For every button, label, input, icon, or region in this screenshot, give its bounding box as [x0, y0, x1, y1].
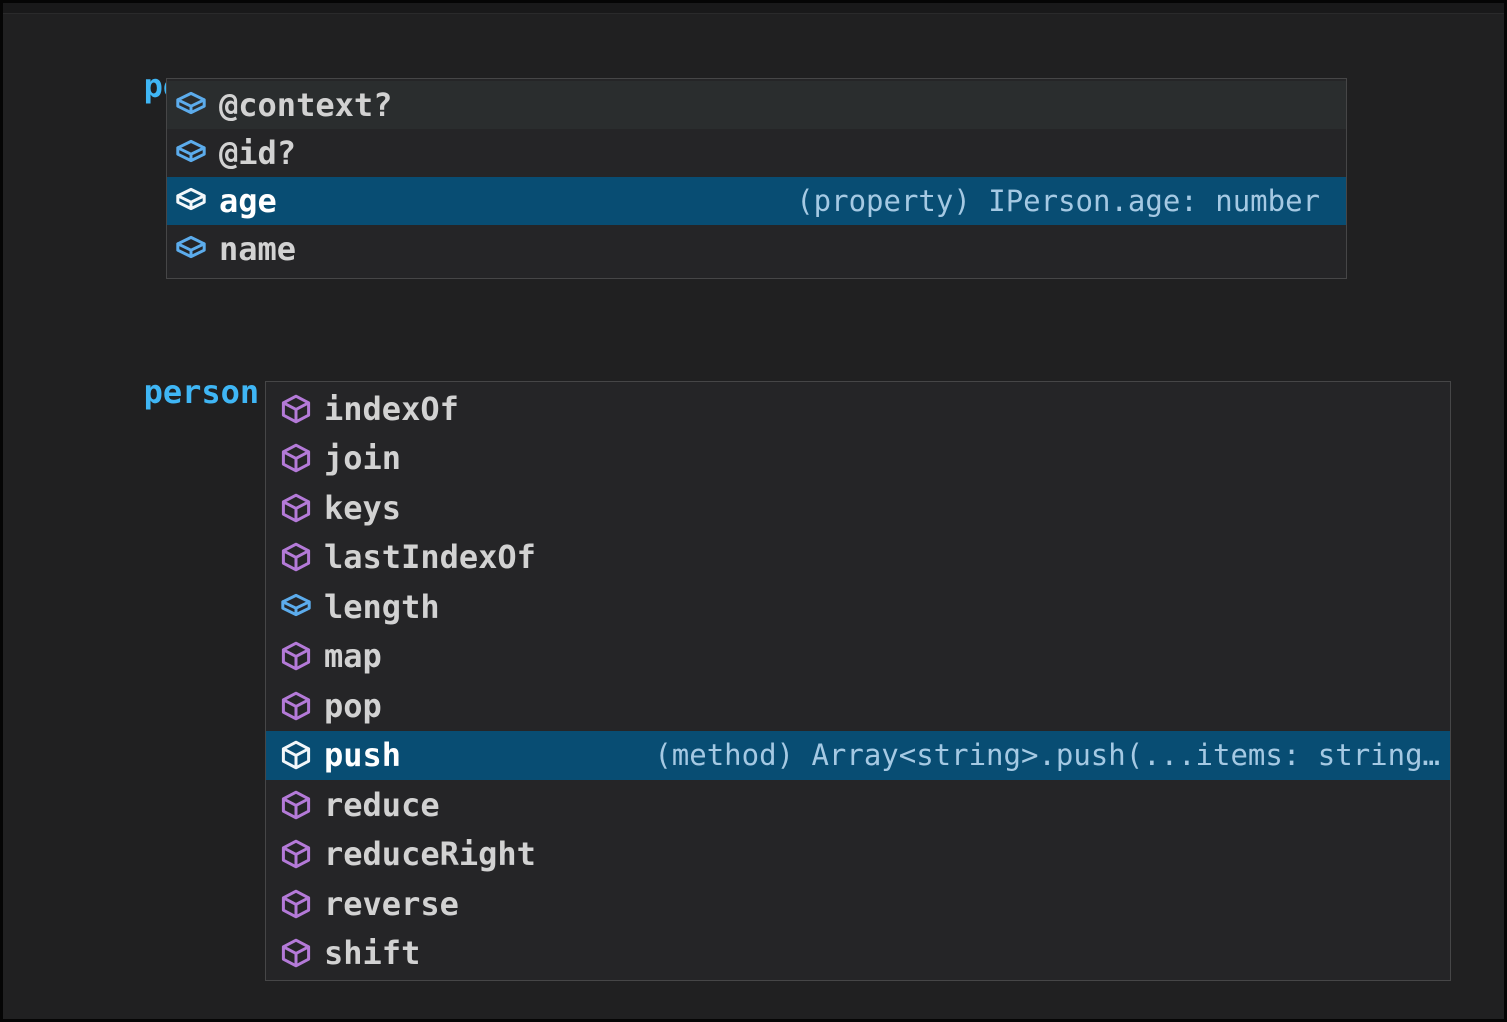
method-icon	[280, 640, 312, 672]
code-editor: person.; @context? @id? age (p	[3, 3, 1504, 1019]
method-icon	[280, 442, 312, 474]
suggestion-item-indexof[interactable]: indexOf	[266, 384, 1450, 434]
method-icon	[280, 937, 312, 969]
suggestion-item-keys[interactable]: keys	[266, 483, 1450, 533]
suggestion-item-name[interactable]: name	[167, 225, 1346, 273]
method-icon	[280, 393, 312, 425]
suggestion-item-context[interactable]: @context?	[167, 81, 1346, 129]
suggestion-item-pop[interactable]: pop	[266, 681, 1450, 731]
suggestion-item-reduceright[interactable]: reduceRight	[266, 830, 1450, 880]
field-icon	[280, 591, 312, 623]
suggestion-item-shift[interactable]: shift	[266, 929, 1450, 979]
suggestion-label: keys	[324, 488, 402, 527]
method-icon	[280, 838, 312, 870]
suggestion-item-length[interactable]: length	[266, 582, 1450, 632]
suggestion-label: map	[324, 637, 382, 676]
suggestion-item-lastindexof[interactable]: lastIndexOf	[266, 533, 1450, 583]
suggestion-item-join[interactable]: join	[266, 434, 1450, 484]
method-icon	[280, 789, 312, 821]
suggestion-label: @context?	[219, 86, 393, 124]
suggestion-label: pop	[324, 686, 382, 725]
field-icon	[175, 185, 207, 217]
method-icon	[280, 739, 312, 771]
suggestion-label: age	[219, 182, 277, 220]
suggestion-item-map[interactable]: map	[266, 632, 1450, 682]
suggestion-label: shift	[324, 934, 421, 973]
suggestion-item-id[interactable]: @id?	[167, 129, 1346, 177]
suggestion-label: reduce	[324, 785, 440, 824]
suggest-widget-name: indexOf join keys lastIndexOf	[265, 381, 1451, 981]
suggestion-item-reverse[interactable]: reverse	[266, 879, 1450, 929]
method-icon	[280, 541, 312, 573]
suggestion-label: reverse	[324, 884, 459, 923]
code-line-1[interactable]: person.;	[28, 26, 298, 105]
method-icon	[280, 888, 312, 920]
suggestion-item-push-selected[interactable]: push (method) Array<string>.push(...item…	[266, 730, 1450, 780]
code-token-variable: person	[143, 373, 260, 411]
suggestion-label: name	[219, 230, 297, 268]
field-icon	[175, 137, 207, 169]
suggestion-detail: (method) Array<string>.push(...items: st…	[654, 738, 1440, 773]
suggestion-label: length	[324, 587, 440, 626]
suggestion-label: lastIndexOf	[324, 538, 536, 577]
suggestion-item-reduce[interactable]: reduce	[266, 780, 1450, 830]
editor-top-band	[3, 3, 1504, 14]
suggestion-detail: (property) IPerson.age: number	[796, 184, 1320, 218]
suggest-widget-person: @context? @id? age (property) IPerson.ag…	[166, 78, 1347, 279]
suggestion-label: push	[324, 736, 402, 775]
code-line-2[interactable]: person.name.;	[28, 332, 394, 411]
suggestion-label: join	[324, 439, 402, 478]
method-icon	[280, 690, 312, 722]
suggestion-label: @id?	[219, 134, 297, 172]
suggestion-label: indexOf	[324, 389, 459, 428]
method-icon	[280, 492, 312, 524]
field-icon	[175, 233, 207, 265]
suggestion-item-age-selected[interactable]: age (property) IPerson.age: number	[167, 177, 1346, 225]
suggestion-label: reduceRight	[324, 835, 536, 874]
field-icon	[175, 89, 207, 121]
